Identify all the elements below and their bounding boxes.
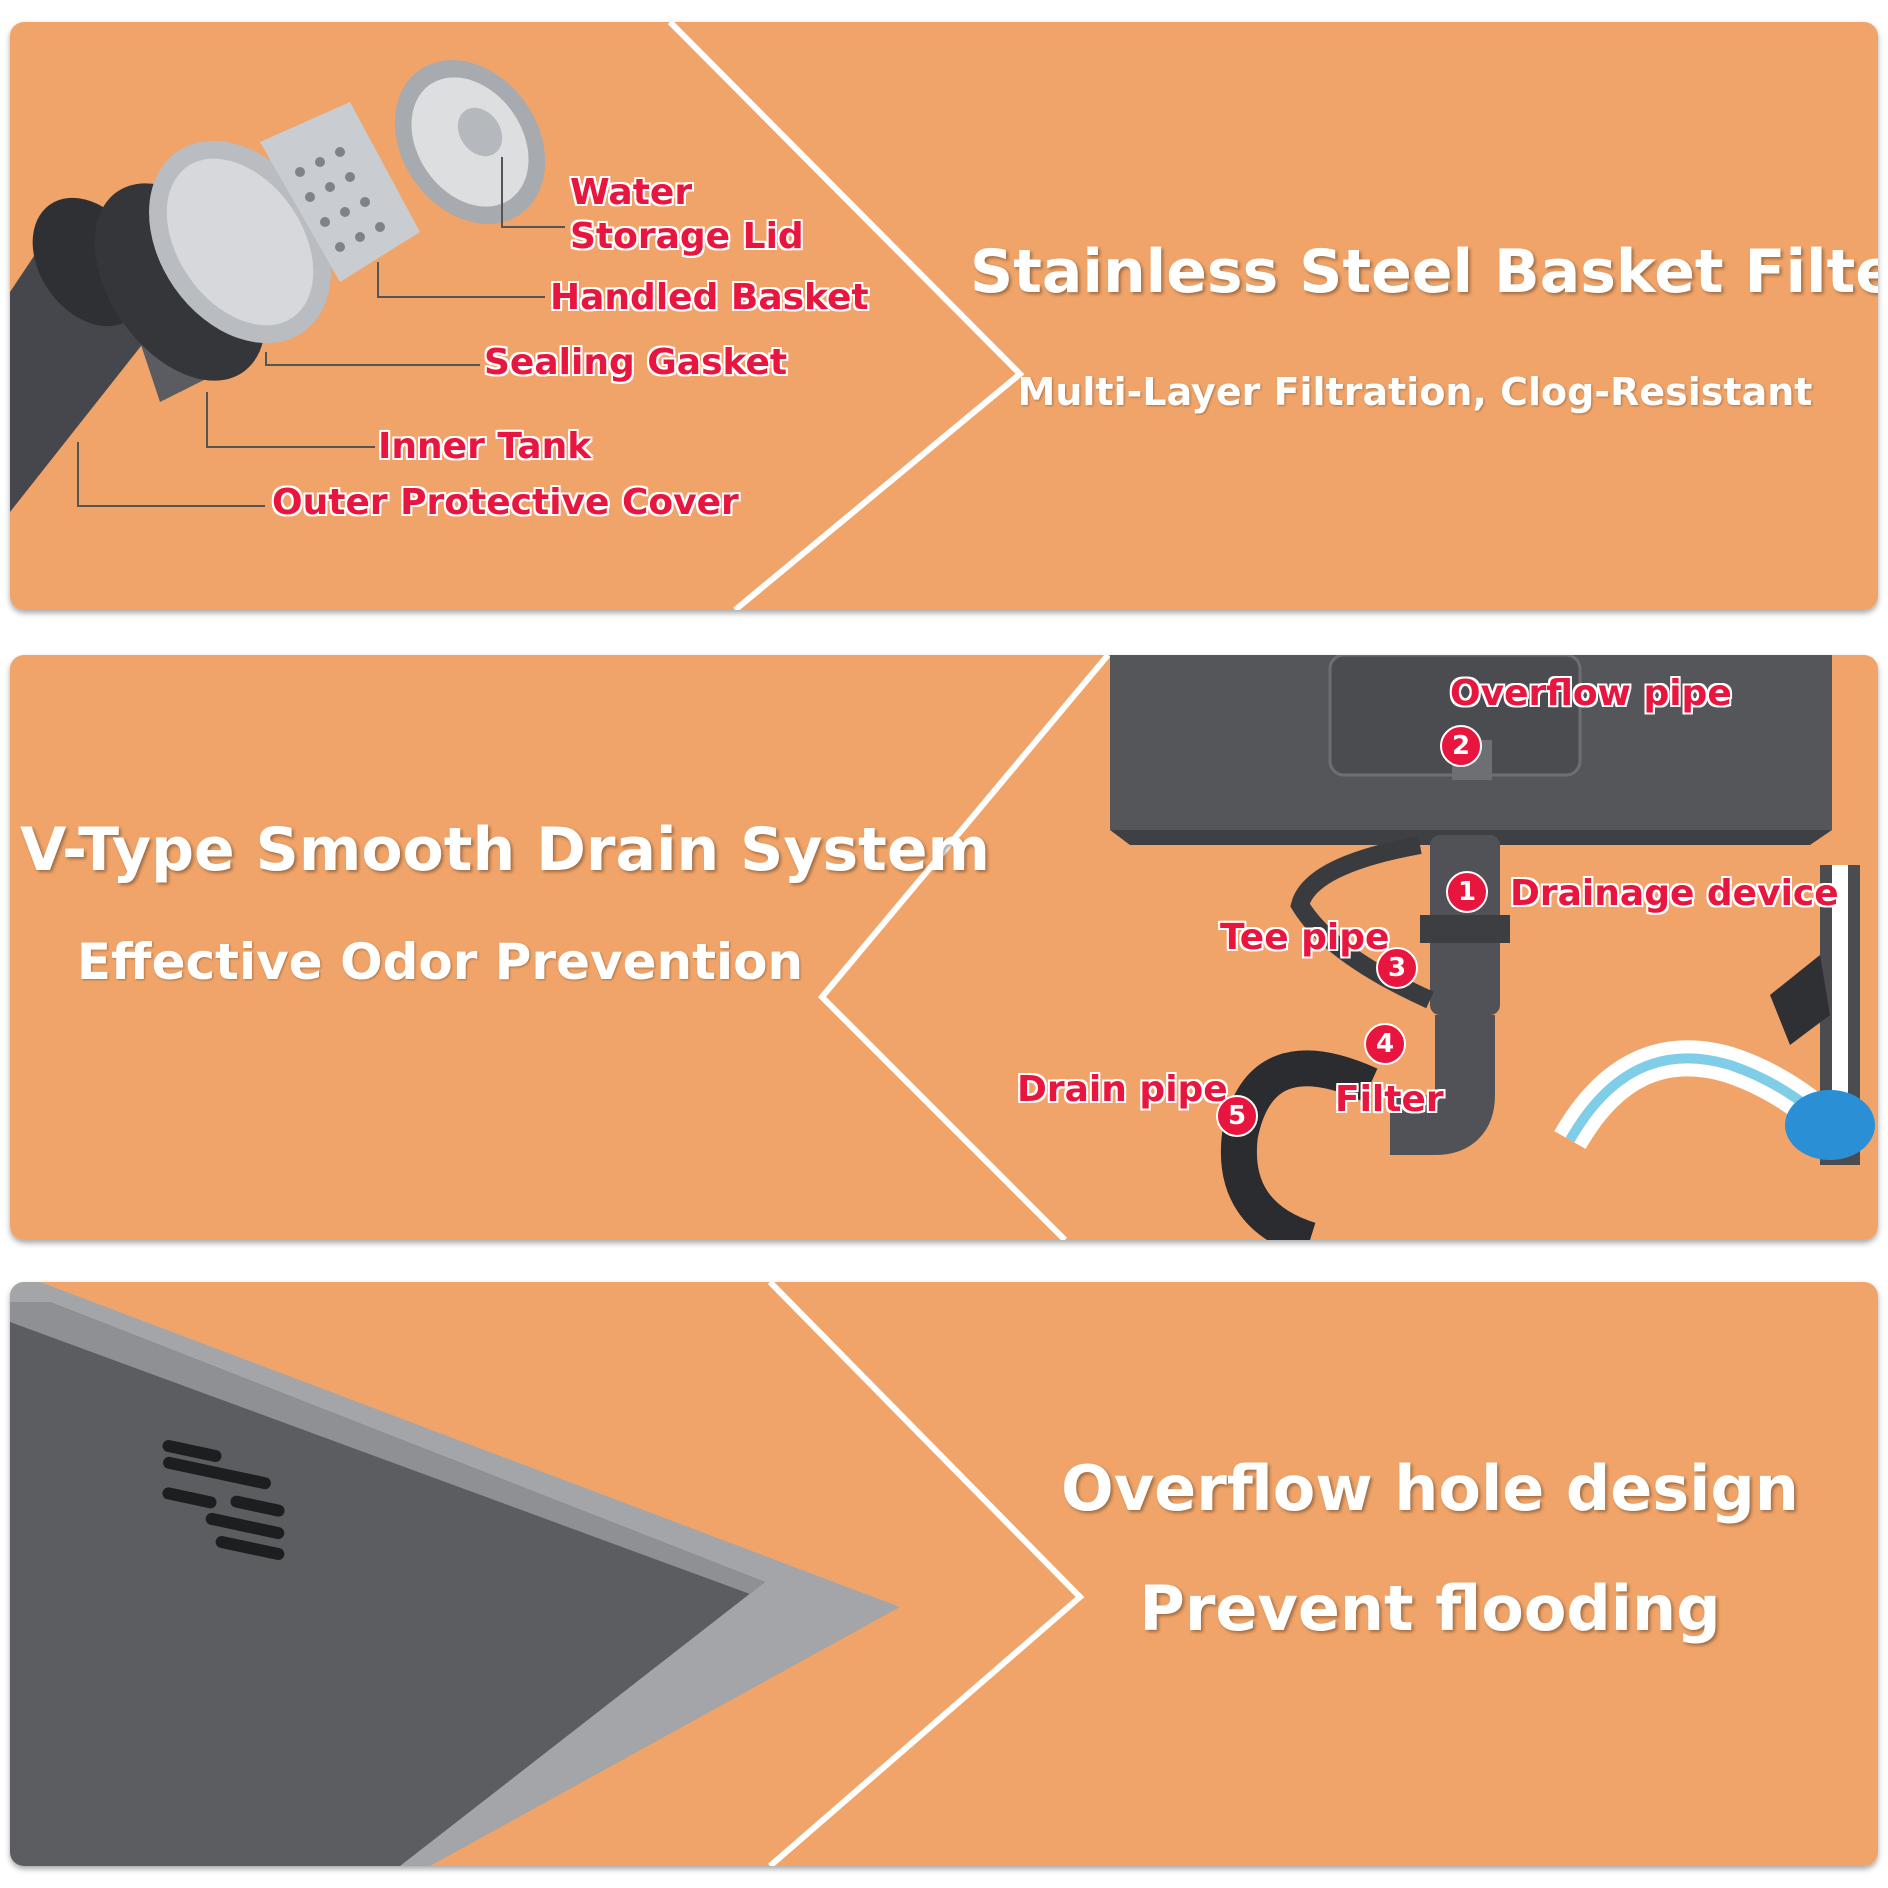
marker-number-4: 4	[1364, 1023, 1406, 1065]
label-drain-pipe: Drain pipe	[1017, 1069, 1228, 1110]
panel-overflow-hole: Overflow hole design Prevent flooding	[10, 1282, 1878, 1866]
panel3-title: Overflow hole design	[1061, 1452, 1799, 1525]
label-filter: Filter	[1335, 1079, 1444, 1120]
label-water-storage-lid-line2: Storage Lid	[570, 216, 804, 257]
label-outer-protective-cover: Outer Protective Cover	[272, 482, 739, 523]
marker-number-5: 5	[1216, 1095, 1258, 1137]
panel-drain-system: V-Type Smooth Drain System Effective Odo…	[10, 655, 1878, 1240]
overflow-slots	[162, 1440, 285, 1561]
basket-drain-illustration	[10, 60, 546, 512]
marker-number-1: 1	[1446, 871, 1488, 913]
panel1-background	[10, 22, 1878, 610]
label-handled-basket: Handled Basket	[550, 277, 869, 318]
marker-number-3: 3	[1376, 947, 1418, 989]
panel3-background	[10, 1282, 1878, 1866]
panel1-subtitle: Multi-Layer Filtration, Clog-Resistant	[1017, 370, 1813, 414]
label-tee-pipe: Tee pipe	[1220, 917, 1390, 958]
panel-basket-filter: Water Storage Lid Handled Basket Sealing…	[10, 22, 1878, 610]
panel2-background	[10, 655, 1878, 1240]
panel2-title: V-Type Smooth Drain System	[20, 815, 991, 885]
label-inner-tank: Inner Tank	[378, 426, 592, 467]
water-flow-inset-illustration	[1554, 865, 1875, 1165]
sink-corner-illustration	[10, 1282, 900, 1866]
panel2-subtitle: Effective Odor Prevention	[76, 933, 804, 991]
label-water-storage-lid-line1: Water	[570, 172, 693, 213]
label-drainage-device: Drainage device	[1510, 873, 1839, 914]
marker-number-2: 2	[1440, 725, 1482, 767]
label-overflow-pipe: Overflow pipe	[1450, 673, 1732, 714]
label-sealing-gasket: Sealing Gasket	[484, 342, 788, 383]
leader-lines	[77, 157, 565, 507]
panel1-title: Stainless Steel Basket Filter	[970, 237, 1878, 307]
panel3-subtitle: Prevent flooding	[1139, 1572, 1721, 1645]
